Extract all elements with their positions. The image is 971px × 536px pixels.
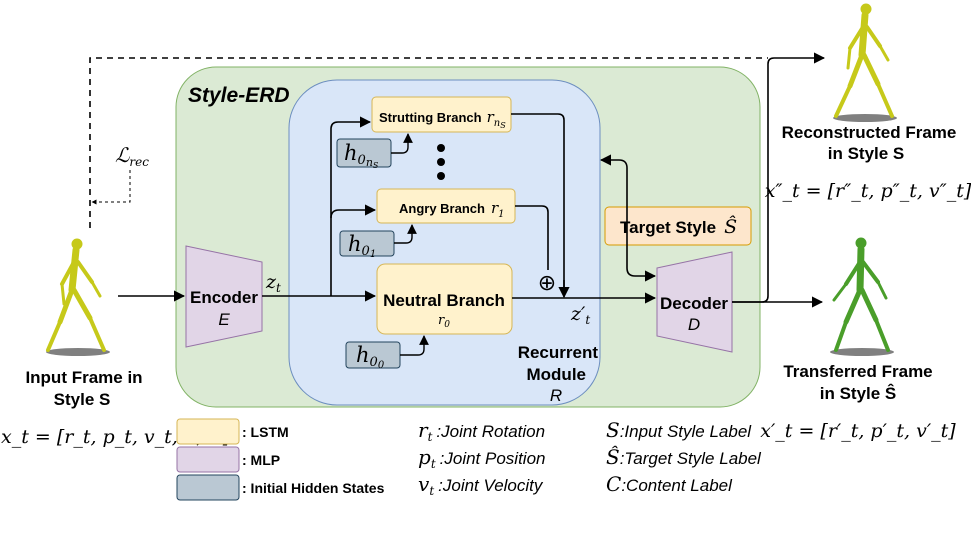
neutral-branch-label: Neutral Branch	[383, 291, 505, 310]
hidden-state-ns-label: h0nS	[344, 141, 379, 170]
legend-mlp-swatch	[176, 446, 240, 473]
transferred-formula: x′_t = [r′_t, p′_t, v′_t]	[760, 420, 956, 442]
legend-hidden-label: : Initial Hidden States	[242, 480, 385, 496]
input-pose-figure	[46, 238, 110, 356]
hidden-0-arrow	[400, 335, 429, 356]
angry-to-sum-line	[515, 205, 549, 270]
notation-joint-rotation: rt:Joint Rotation	[418, 418, 545, 444]
input-label-line2: Style S	[54, 390, 111, 409]
transferred-label-line1: Transferred Frame	[783, 362, 932, 381]
notation-joint-position: pt:Joint Position	[418, 445, 545, 471]
loss-annotation-line	[91, 170, 131, 205]
strutting-to-sum-line	[511, 113, 565, 296]
legend-hidden-swatch	[176, 474, 240, 501]
latent-z-label: zt	[265, 271, 281, 295]
loss-label: ℒrec	[115, 143, 149, 169]
recurrent-symbol: R	[550, 386, 562, 405]
decoder-block	[656, 251, 733, 353]
loss-dashed-line	[89, 57, 768, 228]
notation-content-label: C:Content Label	[606, 472, 733, 496]
hidden-state-0-label: h00	[356, 343, 385, 371]
reconstructed-pose-figure	[833, 3, 897, 122]
input-label-line1: Input Frame in	[25, 368, 142, 387]
encoder-block	[185, 245, 263, 348]
decoder-symbol: D	[688, 315, 700, 334]
hidden-1-arrow	[394, 224, 417, 244]
notation-target-style: Ŝ:Target Style Label	[606, 444, 762, 469]
transferred-label-line2: in Style Ŝ	[820, 384, 897, 403]
neutral-branch-block	[376, 263, 513, 335]
style-erd-title: Style-ERD	[188, 84, 290, 107]
hidden-ns-arrow	[391, 133, 413, 154]
hidden-state-1-label: h01	[348, 232, 376, 260]
reconstructed-label-line2: in Style S	[828, 144, 905, 163]
encoder-to-strutting-arrow	[330, 116, 372, 296]
transferred-pose-figure	[830, 237, 894, 356]
encoder-label: Encoder	[190, 288, 258, 307]
reconstructed-formula: x″_t = [r″_t, p″_t, v″_t]	[765, 180, 971, 202]
neutral-branch-symbol: r0	[438, 313, 450, 330]
recurrent-label-line1: Recurrent	[518, 343, 599, 362]
encoder-symbol: E	[218, 310, 230, 329]
reconstructed-label-line1: Reconstructed Frame	[782, 123, 957, 142]
sum-operator: ⊕	[538, 270, 556, 295]
legend-lstm-label: : LSTM	[242, 424, 289, 440]
encoder-to-angry-arrow	[330, 204, 377, 219]
ellipsis-dot	[437, 158, 445, 166]
legend-lstm-swatch	[176, 418, 240, 445]
latent-z-prime-label: z′t	[570, 303, 590, 327]
notation-joint-velocity: vt:Joint Velocity	[418, 472, 544, 498]
input-formula: x_t = [r_t, p_t, v_t, S, C]	[1, 426, 231, 448]
notation-input-style: S:Input Style Label	[606, 418, 752, 442]
recurrent-label-line2: Module	[527, 365, 587, 384]
target-style-arrows	[599, 154, 657, 282]
ellipsis-dot	[437, 172, 445, 180]
decoder-label: Decoder	[660, 294, 728, 313]
legend-mlp-label: : MLP	[242, 452, 280, 468]
ellipsis-dot	[437, 144, 445, 152]
